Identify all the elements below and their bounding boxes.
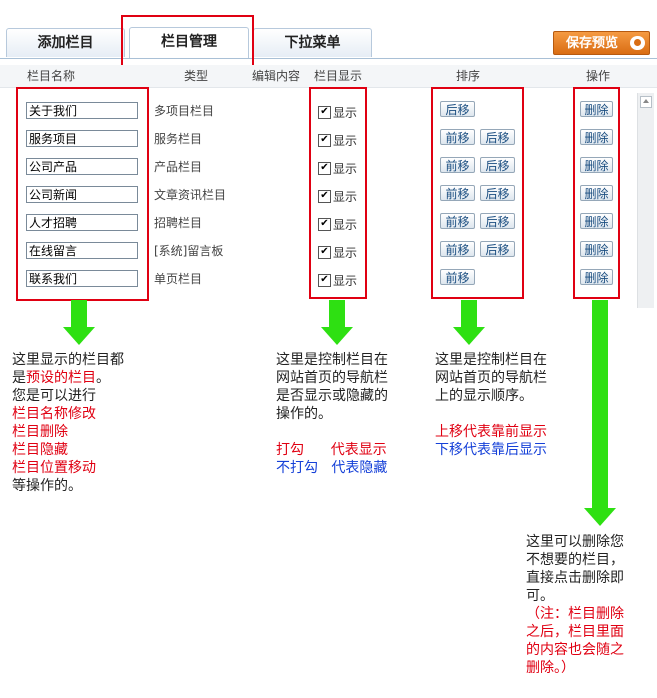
note-show: 这里是控制栏目在 网站首页的导航栏 是否显示或隐藏的 操作的。 打勾 代表显示 … [276, 352, 388, 476]
column-type: 服务栏目 [154, 132, 203, 146]
note-names: 这里显示的栏目都 是预设的栏目。 您是可以进行 栏目名称修改 栏目删除 栏目隐藏… [12, 352, 124, 494]
move-down-button[interactable]: 后移 [480, 185, 515, 201]
show-label: 显示 [333, 162, 358, 176]
move-down-button[interactable]: 后移 [480, 213, 515, 229]
save-preview-button[interactable]: 保存预览 [553, 31, 650, 55]
tab-column-management[interactable]: 栏目管理 [129, 27, 249, 58]
column-type: 单页栏目 [154, 272, 203, 286]
header-operation: 操作 [586, 69, 611, 83]
tab-add-column[interactable]: 添加栏目 [6, 28, 125, 57]
delete-button[interactable]: 删除 [580, 101, 613, 117]
arrow-down-icon [453, 327, 485, 345]
column-name-input[interactable]: 服务项目 [26, 130, 138, 147]
show-checkbox[interactable]: ✔ [318, 106, 331, 119]
move-up-button[interactable]: 前移 [440, 185, 475, 201]
move-down-button[interactable]: 后移 [440, 101, 475, 117]
tab-dropdown-menu[interactable]: 下拉菜单 [253, 28, 372, 57]
move-up-button[interactable]: 前移 [440, 241, 475, 257]
column-name-input[interactable]: 联系我们 [26, 270, 138, 287]
column-name-input[interactable]: 公司新闻 [26, 186, 138, 203]
show-checkbox[interactable]: ✔ [318, 190, 331, 203]
eye-icon [630, 36, 645, 50]
arrow-down-icon [321, 327, 353, 345]
column-type: [系统]留言板 [154, 244, 224, 258]
column-type: 产品栏目 [154, 160, 203, 174]
header-show: 栏目显示 [314, 69, 363, 83]
move-down-button[interactable]: 后移 [480, 241, 515, 257]
show-label: 显示 [333, 134, 358, 148]
show-checkbox[interactable]: ✔ [318, 218, 331, 231]
column-name-input[interactable]: 人才招聘 [26, 214, 138, 231]
note-delete: 这里可以删除您 不想要的栏目， 直接点击删除即 可。 （注：栏目删除 之后，栏目… [526, 534, 624, 676]
delete-button[interactable]: 删除 [580, 213, 613, 229]
arrow-down-icon [63, 327, 95, 345]
column-name-input[interactable]: 关于我们 [26, 102, 138, 119]
column-type: 招聘栏目 [154, 216, 203, 230]
arrow-2 [329, 300, 345, 327]
delete-button[interactable]: 删除 [580, 269, 613, 285]
scrollbar[interactable] [637, 93, 654, 308]
show-checkbox[interactable]: ✔ [318, 162, 331, 175]
column-type: 多项目栏目 [154, 104, 215, 118]
note-sort: 这里是控制栏目在 网站首页的导航栏 上的显示顺序。 上移代表靠前显示 下移代表靠… [435, 352, 547, 458]
move-up-button[interactable]: 前移 [440, 157, 475, 173]
delete-button[interactable]: 删除 [580, 129, 613, 145]
delete-button[interactable]: 删除 [580, 241, 613, 257]
show-label: 显示 [333, 106, 358, 120]
show-label: 显示 [333, 218, 358, 232]
arrow-4 [592, 300, 608, 508]
header-edit: 编辑内容 [252, 69, 301, 83]
move-down-button[interactable]: 后移 [480, 129, 515, 145]
show-label: 显示 [333, 190, 358, 204]
show-checkbox[interactable]: ✔ [318, 274, 331, 287]
delete-button[interactable]: 删除 [580, 185, 613, 201]
column-name-input[interactable]: 在线留言 [26, 242, 138, 259]
header-name: 栏目名称 [27, 69, 76, 83]
arrow-3 [461, 300, 477, 327]
move-up-button[interactable]: 前移 [440, 129, 475, 145]
move-down-button[interactable]: 后移 [480, 157, 515, 173]
arrow-1 [71, 300, 87, 327]
move-up-button[interactable]: 前移 [440, 213, 475, 229]
column-type: 文章资讯栏目 [154, 188, 227, 202]
arrow-down-icon [584, 508, 616, 526]
save-preview-label: 保存预览 [566, 36, 619, 51]
move-up-button[interactable]: 前移 [440, 269, 475, 285]
column-name-input[interactable]: 公司产品 [26, 158, 138, 175]
show-checkbox[interactable]: ✔ [318, 246, 331, 259]
show-label: 显示 [333, 246, 358, 260]
show-checkbox[interactable]: ✔ [318, 134, 331, 147]
scroll-up-arrow-icon[interactable] [640, 96, 652, 108]
header-sort: 排序 [456, 69, 481, 83]
show-label: 显示 [333, 274, 358, 288]
tab-bar [0, 25, 657, 59]
header-type: 类型 [184, 69, 209, 83]
delete-button[interactable]: 删除 [580, 157, 613, 173]
